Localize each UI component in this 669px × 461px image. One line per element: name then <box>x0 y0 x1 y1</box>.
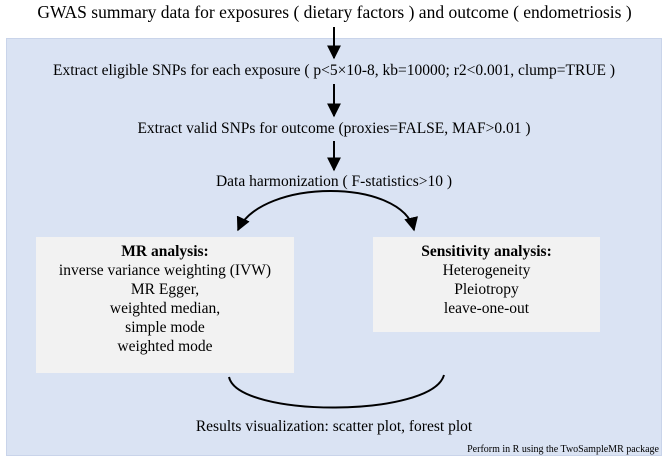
sensitivity-pleiotropy: Pleiotropy <box>454 281 519 298</box>
mr-analysis-title: MR analysis: <box>121 243 209 260</box>
mr-method-weighted-median: weighted median, <box>109 300 221 317</box>
mr-method-simple-mode: simple mode <box>125 319 205 336</box>
sensitivity-leave-one-out: leave-one-out <box>443 300 530 317</box>
sensitivity-analysis-title: Sensitivity analysis: <box>421 243 552 260</box>
connector-to-results <box>228 374 445 409</box>
mr-method-egger: MR Egger, <box>130 281 200 298</box>
mr-method-ivw: inverse variance weighting (IVW) <box>58 262 272 279</box>
step-extract-exposure-snps: Extract eligible SNPs for each exposure … <box>53 62 615 79</box>
mr-analysis-box: MR analysis: inverse variance weighting … <box>36 237 294 373</box>
step-data-harmonization: Data harmonization ( F-statistics>10 ) <box>215 173 453 190</box>
sensitivity-heterogeneity: Heterogeneity <box>442 262 531 279</box>
results-visualization: Results visualization: scatter plot, for… <box>195 418 473 435</box>
step-extract-outcome-snps: Extract valid SNPs for outcome (proxies=… <box>137 120 531 137</box>
mr-method-weighted-mode: weighted mode <box>117 338 213 355</box>
footnote: Perform in R using the TwoSampleMR packa… <box>467 444 659 455</box>
arrow-harmonization-to-boxes <box>236 190 418 232</box>
gwas-data-title: GWAS summary data for exposures ( dietar… <box>37 2 632 22</box>
sensitivity-analysis-box: Sensitivity analysis: Heterogeneity Plei… <box>373 237 600 332</box>
